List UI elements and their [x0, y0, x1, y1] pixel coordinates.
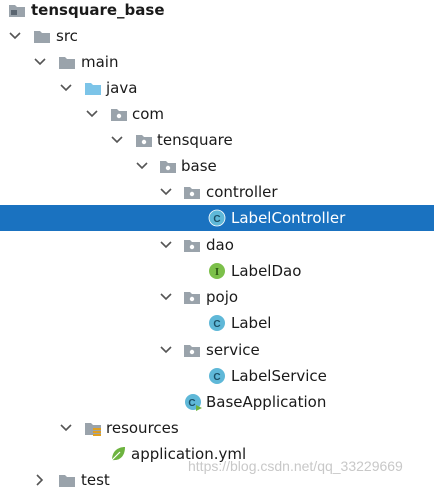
- module-folder-icon: [8, 1, 26, 19]
- chevron-down-icon[interactable]: [58, 80, 74, 96]
- folder-icon: [58, 471, 76, 489]
- tree-row-src[interactable]: src: [0, 23, 434, 49]
- tree-row-com[interactable]: com: [0, 101, 434, 127]
- chevron-down-icon[interactable]: [158, 289, 174, 305]
- package-icon: [183, 288, 201, 306]
- chevron-down-icon[interactable]: [58, 420, 74, 436]
- tree-label-application-yml: application.yml: [131, 445, 247, 463]
- tree-label-dao: dao: [206, 236, 234, 254]
- tree-row-base[interactable]: base: [0, 153, 434, 179]
- tree-label-controller: controller: [206, 183, 278, 201]
- folder-icon: [33, 27, 51, 45]
- tree-label-base: base: [181, 157, 217, 175]
- interface-icon: I: [208, 262, 226, 280]
- class-badge: C: [213, 319, 220, 330]
- chevron-right-icon[interactable]: [32, 472, 48, 488]
- package-icon: [110, 105, 128, 123]
- chevron-down-icon[interactable]: [158, 237, 174, 253]
- tree-label-pojo: pojo: [206, 288, 239, 306]
- chevron-down-icon[interactable]: [158, 184, 174, 200]
- tree-row-main[interactable]: main: [0, 49, 434, 75]
- tree-label-test: test: [81, 471, 110, 489]
- spring-leaf-icon: [109, 445, 127, 463]
- tree-row-dao[interactable]: dao: [0, 232, 434, 258]
- tree-row-controller[interactable]: controller: [0, 179, 434, 205]
- tree-row-java[interactable]: java: [0, 75, 434, 101]
- class-badge: C: [213, 372, 220, 383]
- tree-label-root: tensquare_base: [31, 1, 165, 19]
- tree-label-java: java: [106, 79, 138, 97]
- class-badge: C: [188, 398, 195, 409]
- tree-label-label-dao: LabelDao: [231, 262, 302, 280]
- package-icon: [159, 157, 177, 175]
- interface-badge: I: [215, 266, 219, 278]
- tree-row-pojo[interactable]: pojo: [0, 284, 434, 310]
- tree-label-label-controller: LabelController: [231, 209, 346, 227]
- tree-row-base-application[interactable]: C BaseApplication: [0, 389, 434, 415]
- tree-label-resources: resources: [106, 419, 179, 437]
- chevron-down-icon[interactable]: [158, 342, 174, 358]
- tree-row-root[interactable]: tensquare_base: [0, 0, 434, 23]
- chevron-down-icon[interactable]: [134, 158, 150, 174]
- package-icon: [183, 183, 201, 201]
- tree-row-service[interactable]: service: [0, 337, 434, 363]
- tree-row-resources[interactable]: resources: [0, 415, 434, 441]
- chevron-down-icon[interactable]: [32, 54, 48, 70]
- spring-boot-class-icon: C: [184, 393, 202, 411]
- chevron-down-icon[interactable]: [7, 28, 23, 44]
- chevron-down-icon[interactable]: [109, 132, 125, 148]
- class-icon: C: [208, 314, 226, 332]
- tree-row-label-controller[interactable]: C LabelController: [0, 205, 434, 231]
- tree-row-test[interactable]: test: [0, 467, 434, 490]
- watermark-text: https://blog.csdn.net/qq_33229669: [188, 458, 403, 474]
- tree-label-main: main: [81, 53, 119, 71]
- tree-label-base-application: BaseApplication: [206, 393, 327, 411]
- tree-label-label: Label: [231, 314, 272, 332]
- tree-label-com: com: [132, 105, 165, 123]
- tree-row-label[interactable]: C Label: [0, 310, 434, 336]
- resources-folder-icon: [84, 419, 102, 437]
- package-icon: [183, 236, 201, 254]
- class-icon: C: [208, 209, 226, 227]
- folder-icon: [58, 53, 76, 71]
- tree-row-application-yml[interactable]: application.yml: [0, 441, 434, 467]
- tree-label-label-service: LabelService: [231, 367, 327, 385]
- tree-label-tensquare: tensquare: [157, 131, 233, 149]
- package-icon: [183, 341, 201, 359]
- package-icon: [135, 131, 153, 149]
- class-badge: C: [213, 214, 220, 225]
- class-icon: C: [208, 367, 226, 385]
- tree-label-src: src: [56, 27, 78, 45]
- chevron-down-icon[interactable]: [84, 106, 100, 122]
- source-folder-icon: [84, 79, 102, 97]
- tree-label-service: service: [206, 341, 260, 359]
- tree-row-label-service[interactable]: C LabelService: [0, 363, 434, 389]
- tree-row-tensquare[interactable]: tensquare: [0, 127, 434, 153]
- tree-row-label-dao[interactable]: I LabelDao: [0, 258, 434, 284]
